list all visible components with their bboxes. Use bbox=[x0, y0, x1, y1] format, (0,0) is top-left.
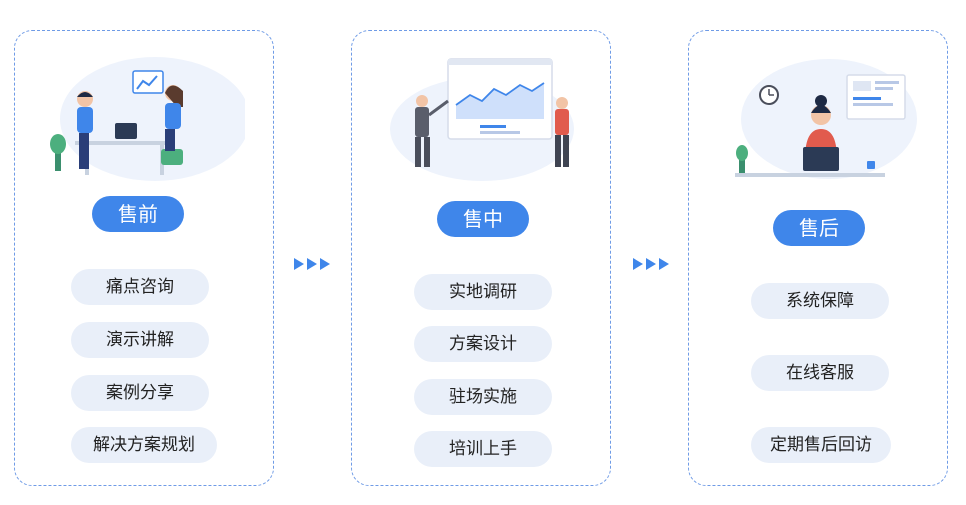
list-item: 驻场实施 bbox=[414, 379, 552, 415]
list-item: 解决方案规划 bbox=[71, 427, 217, 463]
stage-label-presale: 售前 bbox=[92, 196, 184, 232]
consulting-illustration bbox=[50, 57, 245, 181]
flow-arrows-icon bbox=[294, 258, 330, 270]
list-item: 演示讲解 bbox=[71, 322, 209, 358]
list-item: 方案设计 bbox=[414, 326, 552, 362]
list-item: 案例分享 bbox=[71, 375, 209, 411]
list-item: 定期售后回访 bbox=[751, 427, 891, 463]
list-item: 在线客服 bbox=[751, 355, 889, 391]
list-item: 痛点咨询 bbox=[71, 269, 209, 305]
support-illustration bbox=[735, 59, 917, 179]
stage-card-presale: 售前 痛点咨询 演示讲解 案例分享 解决方案规划 bbox=[14, 30, 274, 486]
list-item: 系统保障 bbox=[751, 283, 889, 319]
list-item: 培训上手 bbox=[414, 431, 552, 467]
flow-arrows-icon bbox=[633, 258, 669, 270]
stage-label-aftersale: 售后 bbox=[773, 210, 865, 246]
list-item: 实地调研 bbox=[414, 274, 552, 310]
stage-card-insale: 售中 实地调研 方案设计 驻场实施 培训上手 bbox=[351, 30, 611, 486]
stage-card-aftersale: 售后 系统保障 在线客服 定期售后回访 bbox=[688, 30, 948, 486]
stage-label-insale: 售中 bbox=[437, 201, 529, 237]
presentation-illustration bbox=[390, 58, 574, 181]
